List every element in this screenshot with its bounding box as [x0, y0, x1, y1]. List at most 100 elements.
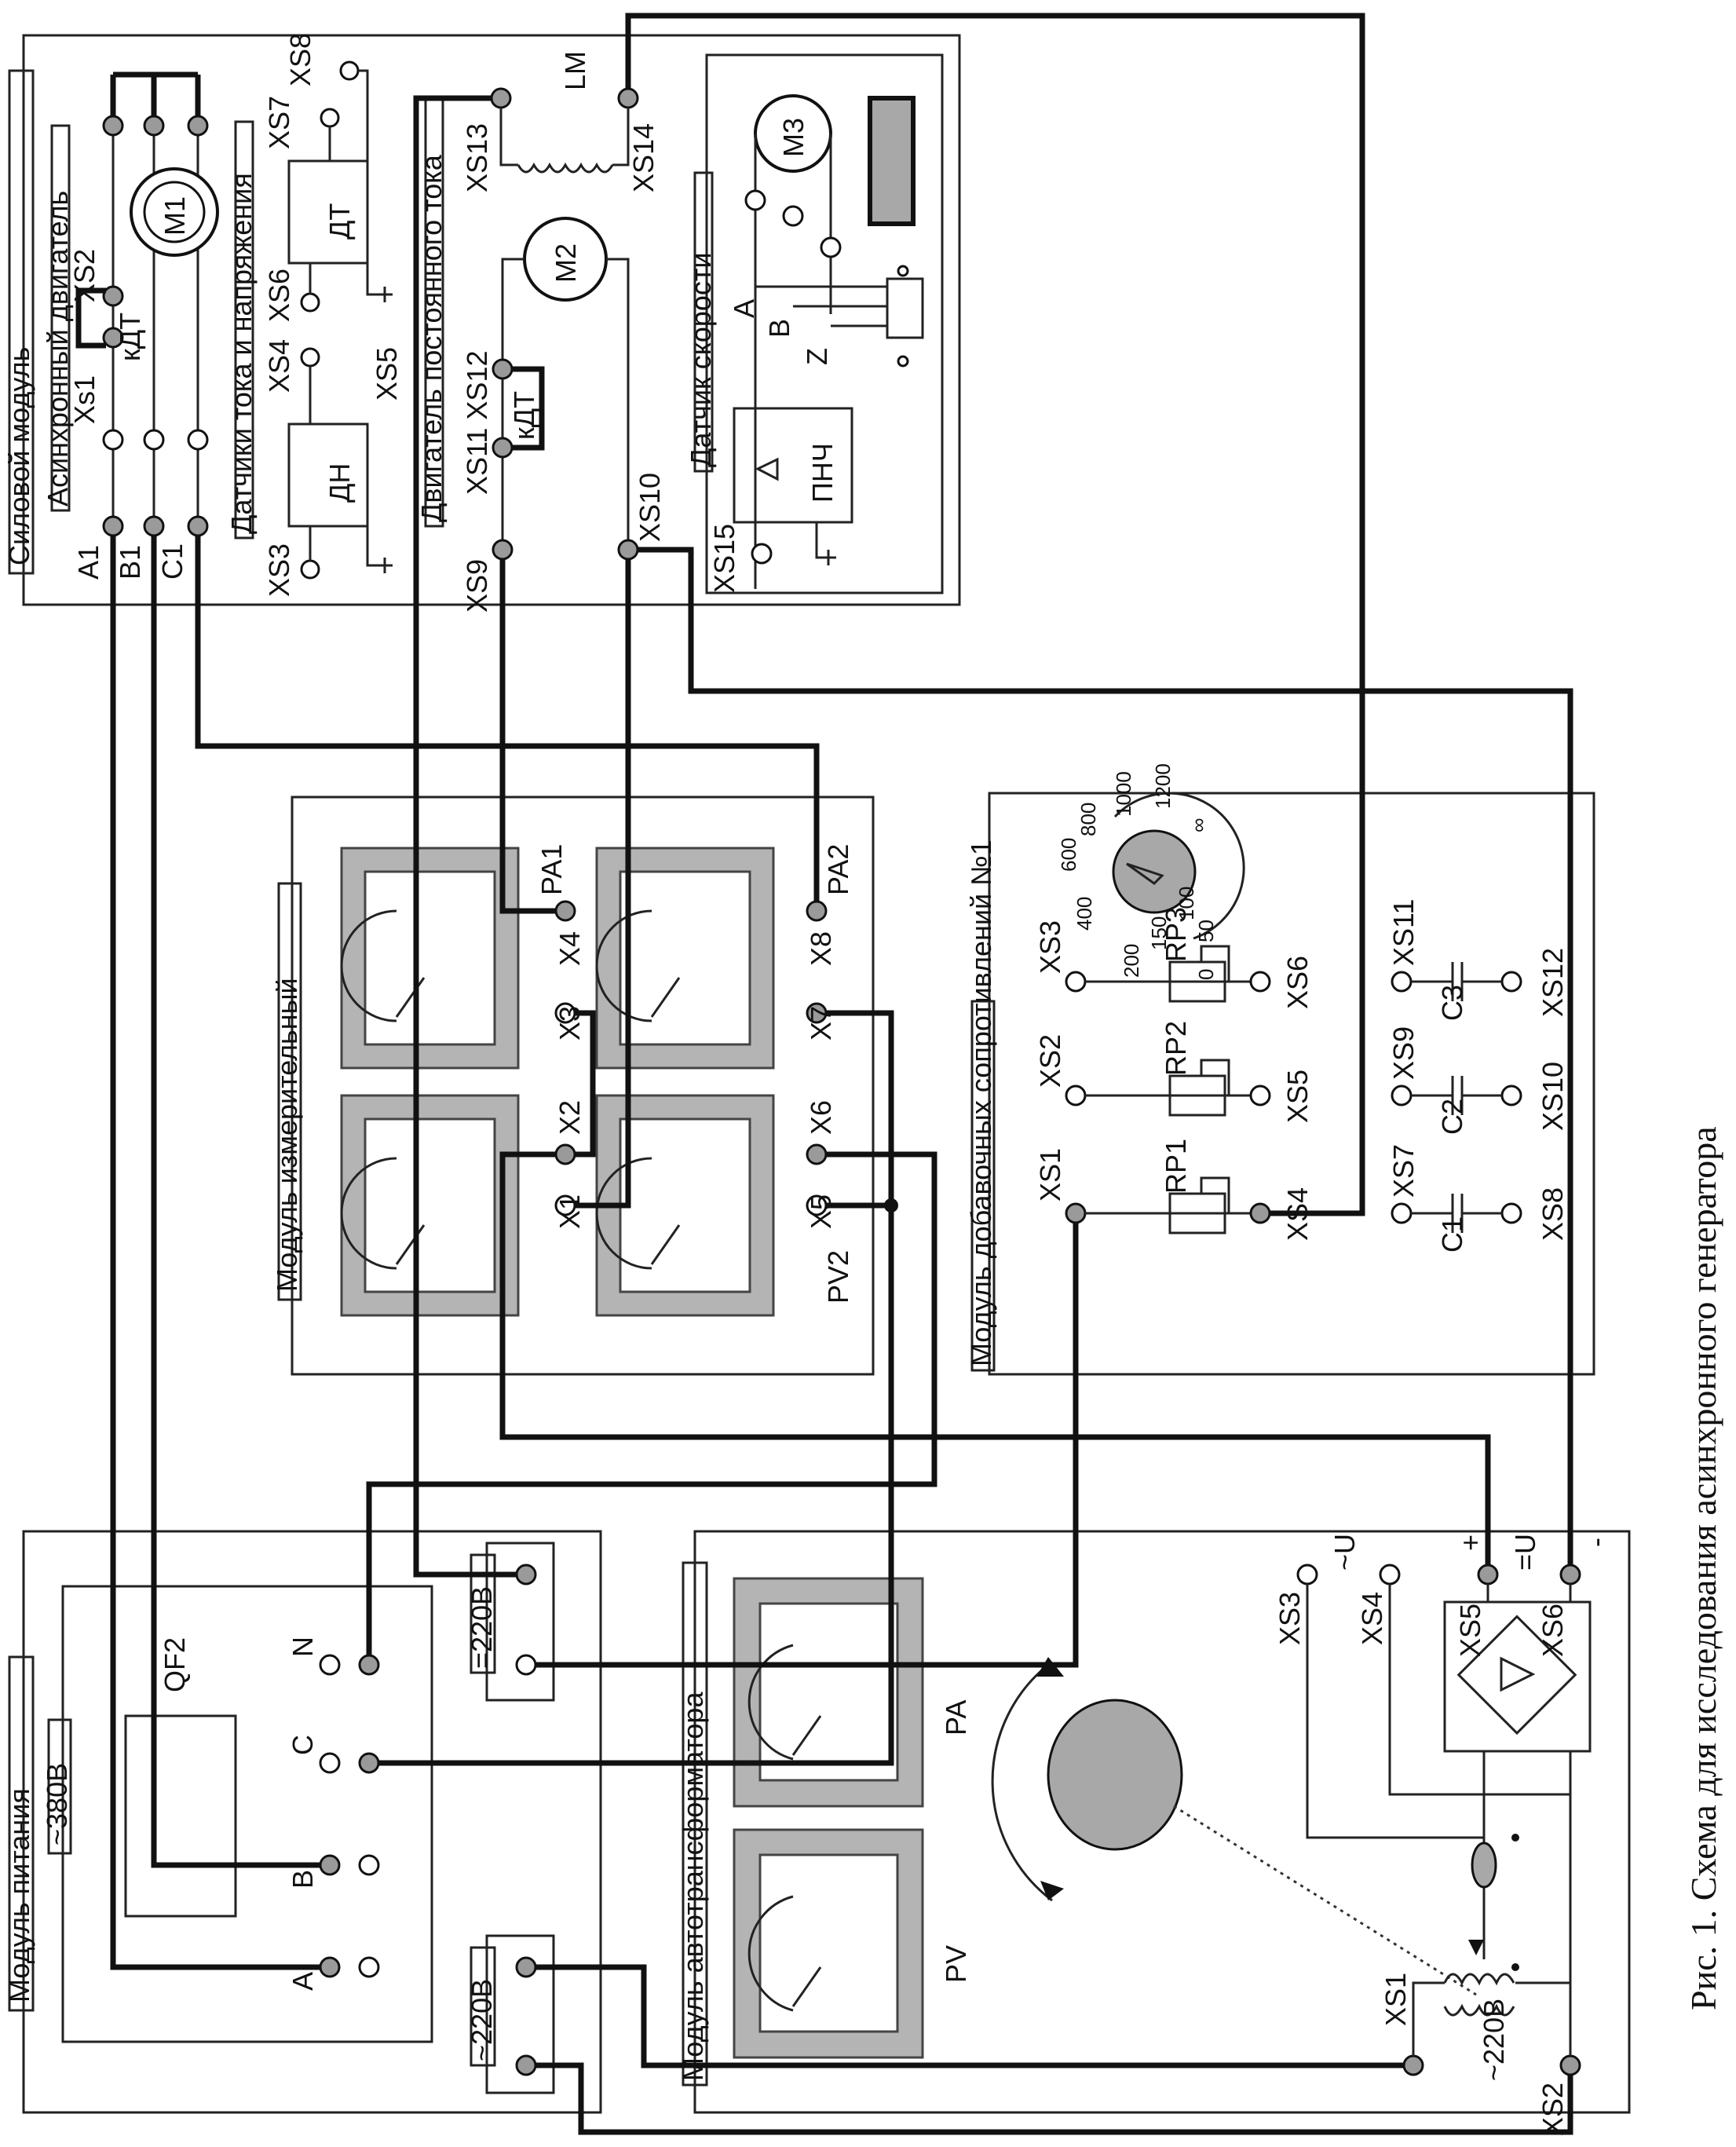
- meter-pv: PV: [940, 1945, 972, 1983]
- mains-380v: ~380В: [41, 1763, 73, 1845]
- terminal-xs13: XS13: [461, 123, 493, 192]
- figure-caption: Рис. 1. Схема для исследования асинхронн…: [1683, 1126, 1723, 2010]
- terminal-sens-xs8: XS8: [284, 33, 316, 86]
- dial-1200: 1200: [1151, 763, 1175, 809]
- terminal-x2: X2: [554, 1100, 586, 1135]
- async-motor-title: Асинхронный двигатель: [42, 191, 74, 507]
- breaker-qf2: QF2: [159, 1637, 191, 1692]
- speed-sensor-title: Датчик скорости: [685, 252, 717, 467]
- dc-out-220v: =220В: [466, 1586, 498, 1669]
- resistor-rp1: RP1: [1160, 1139, 1192, 1194]
- motor-m1-label: M1: [159, 196, 191, 236]
- dial-400: 400: [1073, 897, 1096, 931]
- res-terminal-xs1: XS1: [1034, 1148, 1066, 1202]
- terminal-sens-xs4: XS4: [263, 339, 295, 393]
- autotransformer-module: Модуль автотрансформатора PA PV X: [677, 1530, 1631, 2136]
- terminal-sens-xs7: XS7: [263, 96, 295, 149]
- terminal-xs14: XS14: [627, 123, 660, 192]
- res-terminal-xs9: XS9: [1387, 1026, 1420, 1080]
- capacitor-c1: C1: [1436, 1216, 1468, 1253]
- terminal-xs11-xs12: XS11 XS12: [461, 351, 493, 495]
- autotransformer-title: Модуль автотрансформатора: [677, 1692, 709, 2081]
- terminal-xs9: XS9: [461, 559, 493, 613]
- dial-0: 0: [1194, 969, 1218, 980]
- measuring-module-title: Модуль измерительный: [271, 978, 303, 1292]
- res-terminal-xs12: XS12: [1537, 948, 1569, 1017]
- resistor-rp3: RP3: [1160, 907, 1192, 962]
- at-label-dc-u: =U: [1509, 1534, 1541, 1571]
- supply-module: Модуль питания ~380В QF2 A B C N =220В ~…: [3, 1530, 602, 2114]
- resistor-module: Модуль добавочных сопротивлений №1 RP1 R…: [965, 763, 1595, 1376]
- phase-c: C: [287, 1735, 319, 1755]
- terminal-c1: C1: [156, 543, 188, 580]
- meter-pa2: PA2: [822, 844, 854, 895]
- res-terminal-xs5: XS5: [1281, 1070, 1314, 1123]
- meter-pv2: PV2: [822, 1250, 854, 1304]
- terminal-a1: A1: [72, 545, 104, 580]
- phase-a: A: [287, 1972, 319, 1991]
- dial-150: 150: [1147, 916, 1171, 950]
- at-winding-220v: ~220В: [1478, 1999, 1510, 2081]
- terminal-sens-xs5: XS5: [371, 347, 403, 401]
- motor-m3-label: M3: [777, 118, 810, 157]
- channel-a: A: [728, 299, 760, 318]
- res-terminal-xs8: XS8: [1537, 1187, 1569, 1241]
- terminal-xs1: Xs1: [68, 375, 101, 424]
- terminal-xs2: XS2: [68, 249, 101, 302]
- at-terminal-xs5: XS5: [1454, 1604, 1486, 1657]
- terminal-xs15: XS15: [708, 524, 740, 593]
- res-terminal-xs3: XS3: [1034, 920, 1066, 974]
- res-terminal-xs10: XS10: [1537, 1062, 1569, 1131]
- sensor-dn: ДН: [323, 463, 356, 503]
- phase-n: N: [287, 1637, 319, 1657]
- terminal-x6: X6: [805, 1100, 837, 1135]
- sensor-dt: ДТ: [323, 203, 356, 240]
- at-terminal-xs2: XS2: [1537, 2083, 1569, 2136]
- ac-out-220v: ~220В: [466, 1979, 498, 2061]
- terminal-sens-xs3: XS3: [263, 543, 295, 597]
- power-module-title: Силовой модуль: [3, 347, 35, 565]
- autotransformer-switch[interactable]: [1471, 1842, 1497, 1889]
- measuring-module: Модуль измерительный PA1 PA2 PV2 X1 X2 X…: [271, 796, 875, 1376]
- resistance-dial-knob[interactable]: [1112, 829, 1197, 914]
- dial-1000: 1000: [1112, 771, 1135, 817]
- capacitor-c2: C2: [1436, 1099, 1468, 1135]
- power-module: Силовой модуль Асинхронный двигатель M1 …: [3, 33, 961, 613]
- at-label-plus: +: [1454, 1534, 1486, 1551]
- sensor-kdt-2: кДТ: [508, 391, 540, 440]
- phase-b: B: [287, 1870, 319, 1889]
- channel-b: B: [763, 319, 795, 338]
- channel-z: Z: [801, 348, 833, 365]
- terminal-sens-xs6: XS6: [263, 269, 295, 322]
- speed-display: [868, 96, 916, 226]
- dc-field-lm: LM: [559, 51, 591, 90]
- motor-m2-label: M2: [550, 243, 582, 283]
- terminal-x8: X8: [805, 931, 837, 966]
- dial-600: 600: [1057, 838, 1080, 872]
- res-terminal-xs7: XS7: [1387, 1144, 1420, 1198]
- terminal-x4: X4: [554, 931, 586, 966]
- meter-pa: PA: [940, 1700, 972, 1736]
- resistor-rp2: RP2: [1160, 1021, 1192, 1076]
- meter-pa1: PA1: [535, 844, 568, 895]
- dial-50: 50: [1194, 920, 1218, 942]
- terminal-xs10: XS10: [634, 473, 666, 542]
- res-terminal-xs2: XS2: [1034, 1034, 1066, 1088]
- dc-motor-title: Двигатель постоянного тока: [415, 154, 448, 522]
- res-terminal-xs11: XS11: [1387, 899, 1420, 966]
- dial-800: 800: [1076, 803, 1100, 836]
- dial-200: 200: [1120, 944, 1143, 978]
- autotransformer-knob[interactable]: [1047, 1699, 1183, 1851]
- supply-module-title: Модуль питания: [3, 1788, 35, 2003]
- at-terminal-xs6: XS6: [1537, 1604, 1569, 1657]
- terminal-x5: X5: [805, 1194, 837, 1229]
- sensors-title: Датчики тока и напряжения: [225, 173, 258, 534]
- sensor-kdt-1: кДТ: [114, 313, 146, 361]
- at-label-minus: -: [1580, 1538, 1612, 1547]
- at-terminal-xs1: XS1: [1380, 1973, 1412, 2026]
- at-label-ac-u: ~U: [1328, 1534, 1361, 1571]
- res-terminal-xs6: XS6: [1281, 956, 1314, 1009]
- terminal-b1: B1: [114, 545, 146, 580]
- wiring: [110, 13, 1573, 2135]
